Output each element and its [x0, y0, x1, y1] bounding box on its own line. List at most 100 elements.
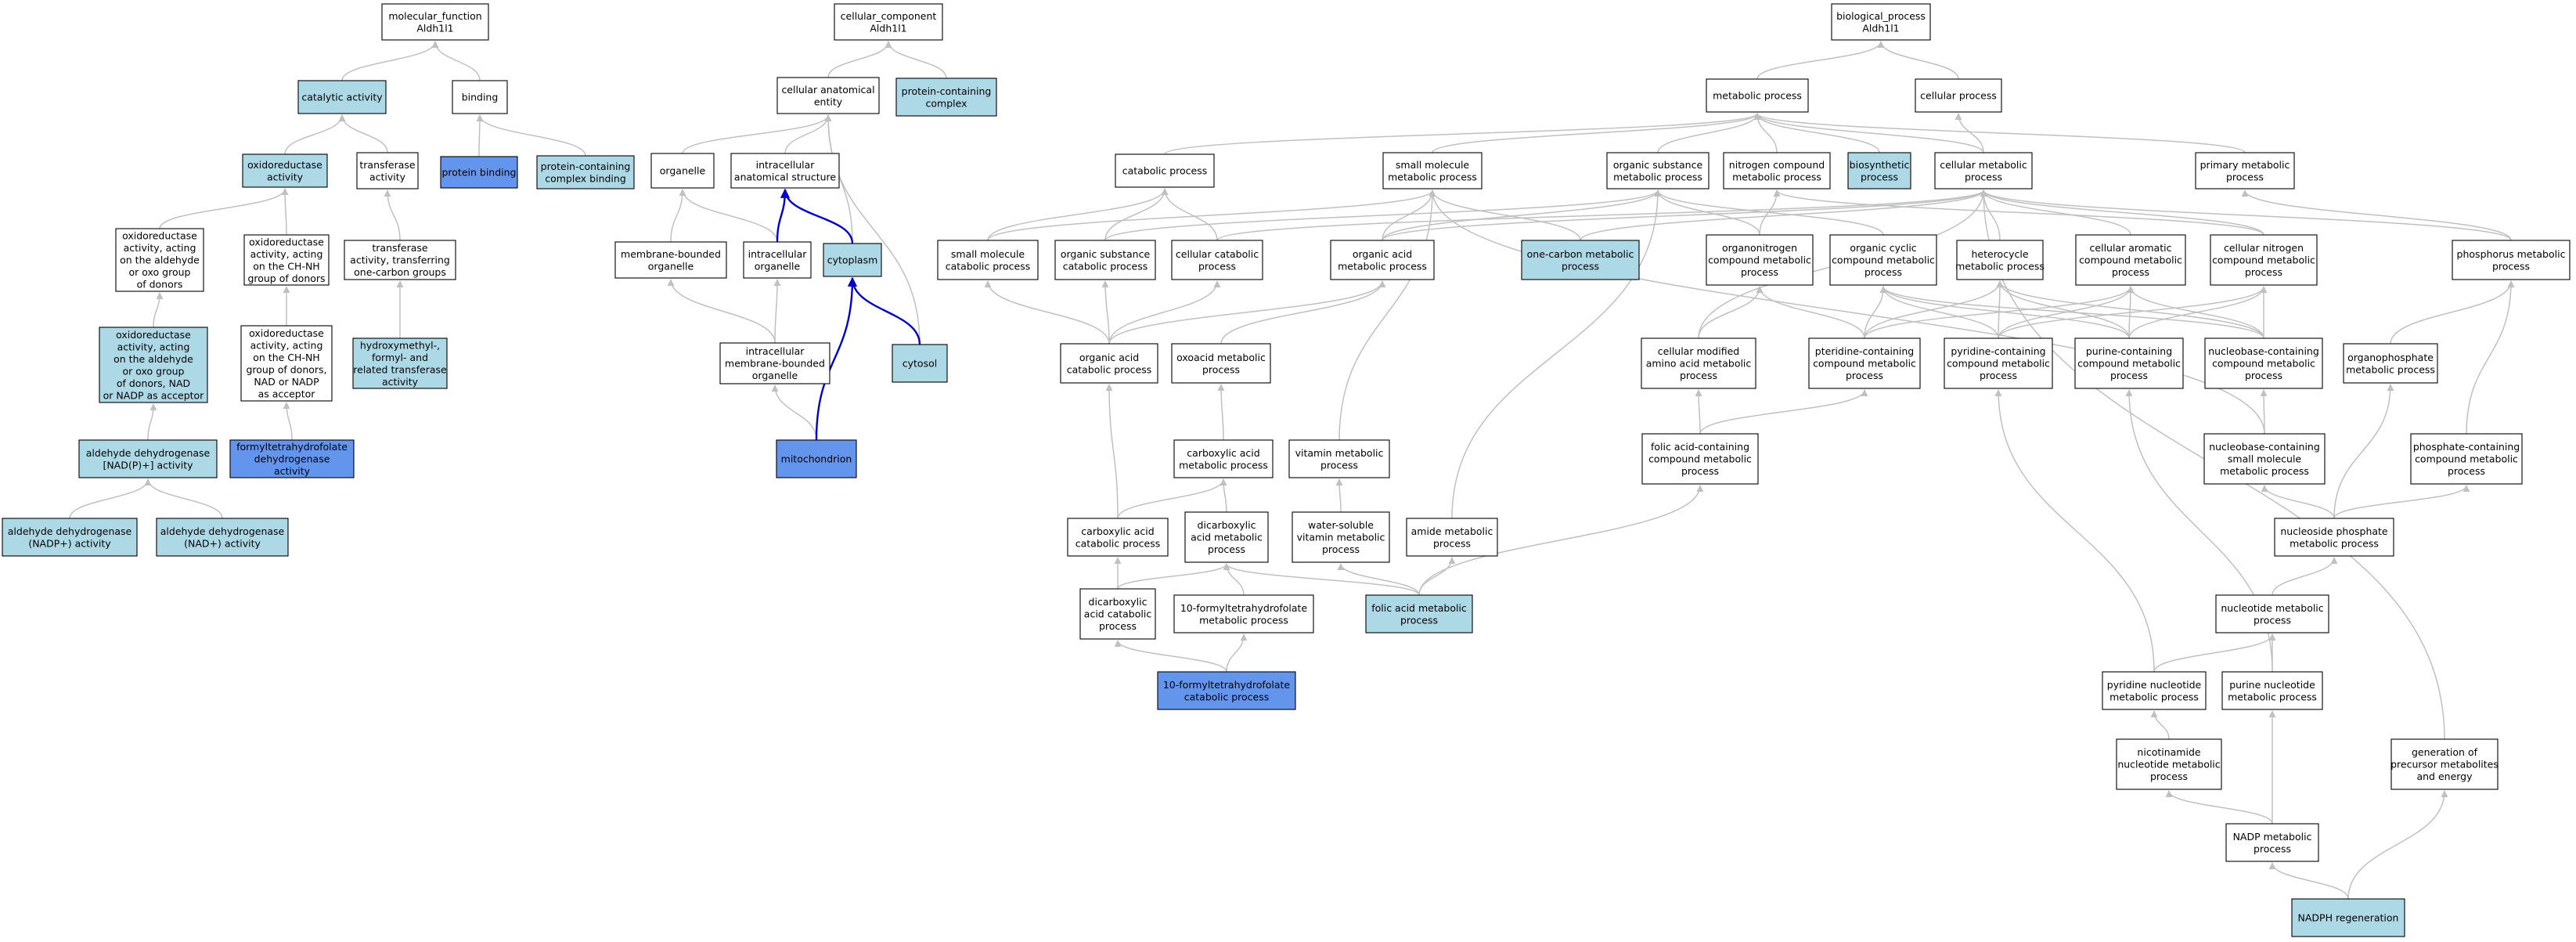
edge-connector — [1695, 389, 1702, 435]
go-term-box — [2452, 240, 2571, 280]
go-term-label: or oxo group — [123, 365, 185, 377]
go-term-node[interactable]: binding — [452, 80, 508, 114]
go-term-label: transferase — [359, 159, 416, 171]
go-term-node[interactable]: organelle — [650, 153, 715, 189]
go-term-node[interactable]: cytosol — [892, 344, 948, 383]
edge-connector — [670, 189, 686, 243]
go-term-node[interactable]: NADPH regeneration — [2291, 898, 2405, 937]
go-term-label: 10-formyltetrahydrofolate — [1180, 602, 1308, 614]
go-term-label: oxidoreductase — [249, 327, 324, 339]
edge-connector — [2272, 557, 2338, 596]
edge-connector — [384, 189, 401, 241]
edge-connector — [1161, 188, 1218, 241]
go-term-label: cellular anatomical — [781, 84, 874, 96]
go-term-node[interactable]: cellular process — [1915, 78, 2002, 113]
go-term-node[interactable]: aldehyde dehydrogenase(NAD+) activity — [156, 518, 289, 557]
go-term-node[interactable]: formyltetrahydrofolatedehydrogenaseactiv… — [229, 439, 355, 478]
go-term-node[interactable]: protein binding — [440, 156, 518, 189]
edge-connector — [1879, 286, 2264, 339]
edge-connector — [682, 114, 832, 154]
edge-connector — [2268, 862, 2349, 900]
go-term-box — [1847, 152, 1911, 189]
go-term-node[interactable]: metabolic process — [1706, 78, 1809, 113]
go-term-node[interactable]: catalytic activity — [297, 80, 387, 114]
go-term-node[interactable]: mitochondrion — [776, 439, 857, 478]
go-term-node[interactable]: aldehyde dehydrogenase(NADP+) activity — [2, 518, 138, 557]
edge-connector — [1994, 389, 2155, 673]
go-term-label: oxidoreductase — [122, 230, 197, 242]
edge-connector — [338, 114, 388, 153]
go-term-label: formyltetrahydrofolate — [236, 441, 348, 453]
go-term-node[interactable]: aldehyde dehydrogenase[NAD(P)+] activity — [78, 439, 218, 478]
go-term-label: cellular modified — [1658, 345, 1739, 357]
go-term-node[interactable]: catabolic process — [1115, 153, 1215, 188]
go-term-label: intracellular — [748, 248, 808, 260]
edge-connector — [2165, 790, 2273, 825]
go-term-node[interactable]: cytoplasm — [823, 243, 882, 277]
